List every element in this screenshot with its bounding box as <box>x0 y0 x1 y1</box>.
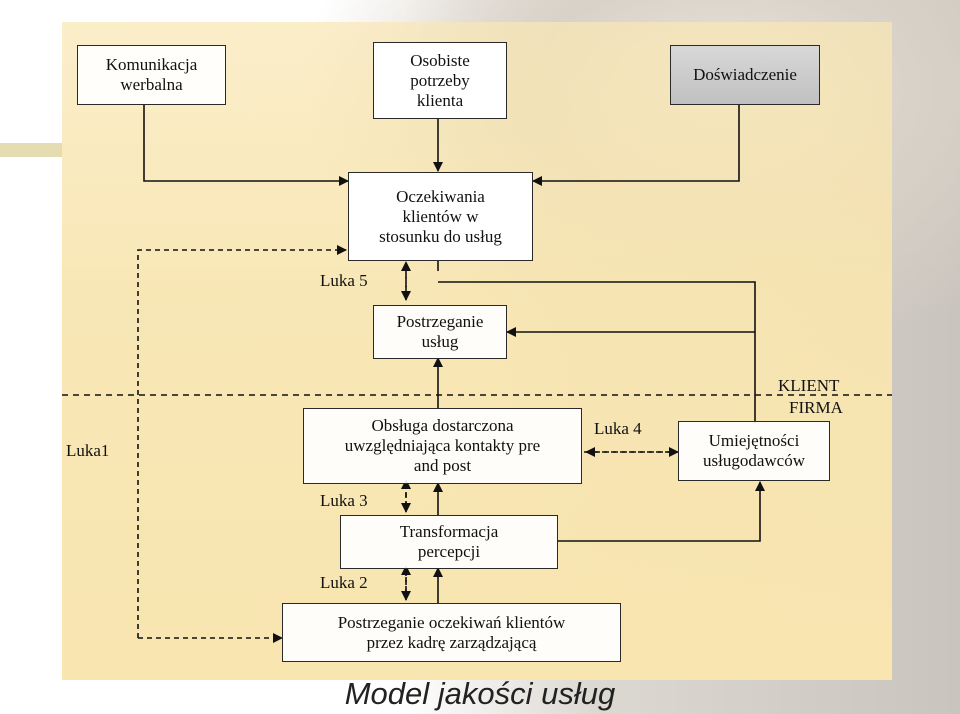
link-umiejetnosci-postrzeganie <box>438 281 756 424</box>
node-umiejetnosci-uslugodawcow: Umiejętności usługodawców <box>678 421 830 481</box>
node-postrzeganie-uslug: Postrzeganie usług <box>373 305 507 359</box>
zone-firma-label: FIRMA <box>789 398 843 417</box>
node-postrzeganie-oczekiwan: Postrzeganie oczekiwań klientów przez ka… <box>282 603 621 662</box>
node-osobiste-potrzeby: Osobiste potrzeby klienta <box>373 42 507 119</box>
gap-luka3-label: Luka 3 <box>320 491 368 510</box>
node-oczekiwania-klientow: Oczekiwania klientów w stosunku do usług <box>348 172 533 261</box>
node-transformacja-percepcji: Transformacja percepcji <box>340 515 558 569</box>
link-doswiadczenie-oczekiwania <box>532 104 740 186</box>
gap-luka4-label: Luka 4 <box>594 419 642 438</box>
node-obsluga-dostarczona: Obsługa dostarczona uwzględniająca konta… <box>303 408 582 484</box>
zone-klient-label: KLIENT <box>778 376 840 395</box>
accent-bar <box>0 143 62 157</box>
node-komunikacja-werbalna: Komunikacja werbalna <box>77 45 226 105</box>
gap-luka2-label: Luka 2 <box>320 573 368 592</box>
link-komunikacja-oczekiwania <box>143 104 349 186</box>
link-transformacja-umiejetnosci <box>558 481 765 542</box>
slide-title: Model jakości usług <box>344 676 616 711</box>
gap-luka1-line <box>137 245 347 638</box>
gap-luka5-label: Luka 5 <box>320 271 368 290</box>
node-doswiadczenie: Doświadczenie <box>670 45 820 105</box>
gap-luka1-label: Luka1 <box>66 441 110 460</box>
